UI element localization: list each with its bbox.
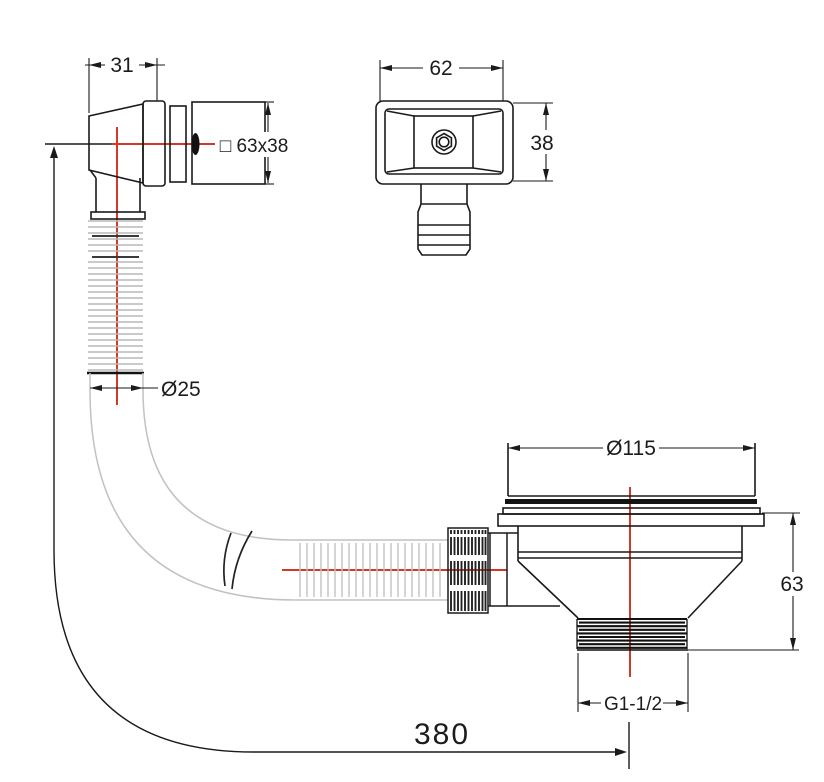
label-plate-width: 62 <box>429 57 452 80</box>
label-overall-length: 380 <box>414 718 470 751</box>
label-elbow-body-square: □ 63x38 <box>220 136 289 157</box>
sweep-right-arrow <box>615 748 627 756</box>
elbow-flange-plate-2 <box>169 105 187 183</box>
hose-outer-wall <box>89 373 448 601</box>
strainer-cone-right <box>687 560 743 619</box>
label-thread-size: G1-1/2 <box>604 694 662 715</box>
dimension-arrowheads <box>50 62 796 756</box>
elbow-flange-plate-1 <box>142 100 166 187</box>
label-plate-height: 38 <box>530 132 553 155</box>
plate-inner-frame <box>384 108 504 175</box>
strainer-view <box>497 443 765 619</box>
strainer-cone-left <box>517 560 579 619</box>
dimension-linework <box>45 58 800 769</box>
plate-screw-hole <box>438 136 450 148</box>
strainer-threads <box>576 617 688 651</box>
vertical-corrugated-hose <box>87 220 144 375</box>
knurled-nut <box>447 527 489 614</box>
overflow-plate-view <box>375 100 514 256</box>
knurled-nut-outline <box>447 527 489 614</box>
plate-recess <box>413 115 474 169</box>
strainer-seal-band <box>505 499 757 504</box>
label-hose-diameter: Ø25 <box>161 378 201 401</box>
label-strainer-diameter: Ø115 <box>606 437 656 460</box>
label-backings <box>105 53 805 713</box>
strainer-flange-upper <box>502 507 761 515</box>
plate-outer <box>375 100 514 185</box>
hose-break-marks <box>223 530 253 590</box>
plate-screw-hex <box>435 132 453 152</box>
hose-inner-wall <box>142 373 448 541</box>
sweep-up-arrow <box>50 146 58 158</box>
elbow-nut-jog <box>89 169 97 179</box>
plate-screw-boss <box>431 129 457 155</box>
elbow-outlet-flange <box>90 211 146 220</box>
horizontal-corrugation <box>299 543 441 597</box>
overflow-elbow-view <box>88 100 266 220</box>
dimension-labels: 31 □ 63x38 Ø25 62 38 Ø115 63 G1-1/2 380 <box>110 54 803 751</box>
overall-dimension-sweep <box>53 152 619 753</box>
label-strainer-height: 63 <box>780 573 803 596</box>
label-elbow-width: 31 <box>110 54 133 77</box>
strainer-flange-lower <box>497 513 765 527</box>
elbow-inlet-hole <box>191 133 200 155</box>
curved-hose-tube <box>89 373 448 601</box>
plate-hose-barb <box>417 203 471 256</box>
inlet-collar <box>488 532 560 607</box>
